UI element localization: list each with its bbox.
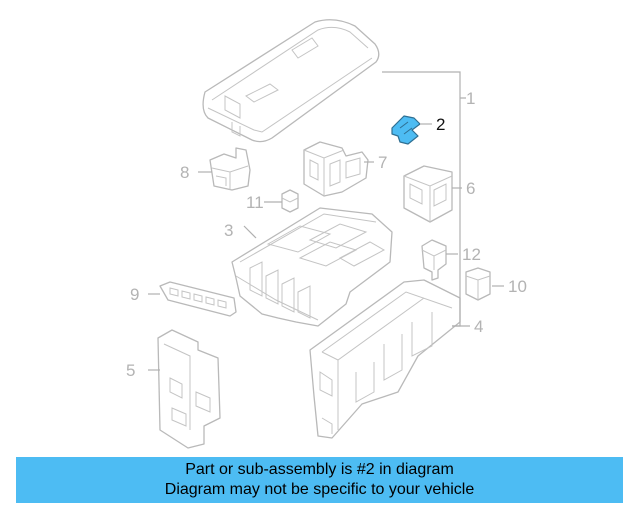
- part-7-connector-block[interactable]: [303, 141, 369, 197]
- part-4-lower-housing[interactable]: [309, 279, 461, 439]
- part-10-relay[interactable]: [465, 267, 491, 301]
- banner-line-part: Part or sub-assembly is #2 in diagram: [185, 461, 454, 478]
- part-8-small-bracket[interactable]: [209, 147, 251, 191]
- part-11-mini-fuse[interactable]: [281, 189, 299, 213]
- callout-10: 10: [508, 277, 527, 296]
- callout-1: 1: [466, 89, 475, 108]
- part-2-clip-highlighted[interactable]: [391, 115, 421, 145]
- info-banner: Part or sub-assembly is #2 in diagram Di…: [16, 457, 623, 503]
- part-1-cover[interactable]: [202, 19, 380, 143]
- callout-8: 8: [180, 163, 189, 182]
- callout-11: 11: [246, 193, 264, 212]
- banner-line-disclaimer: Diagram may not be specific to your vehi…: [164, 481, 475, 498]
- callout-5: 5: [126, 361, 135, 380]
- callout-4: 4: [474, 317, 483, 336]
- part-9-fuse-strip[interactable]: [159, 281, 237, 317]
- callout-3: 3: [224, 221, 233, 240]
- part-12-blade-fuse[interactable]: [421, 239, 447, 281]
- callout-12: 12: [462, 245, 481, 264]
- part-5-bracket[interactable]: [157, 329, 221, 449]
- callout-6: 6: [466, 179, 475, 198]
- callout-2: 2: [436, 115, 445, 134]
- callout-9: 9: [130, 285, 139, 304]
- part-6-relay-module[interactable]: [403, 165, 453, 223]
- part-3-fuse-box-body[interactable]: [231, 207, 393, 327]
- callout-7: 7: [378, 153, 387, 172]
- leader-lines: [148, 71, 504, 371]
